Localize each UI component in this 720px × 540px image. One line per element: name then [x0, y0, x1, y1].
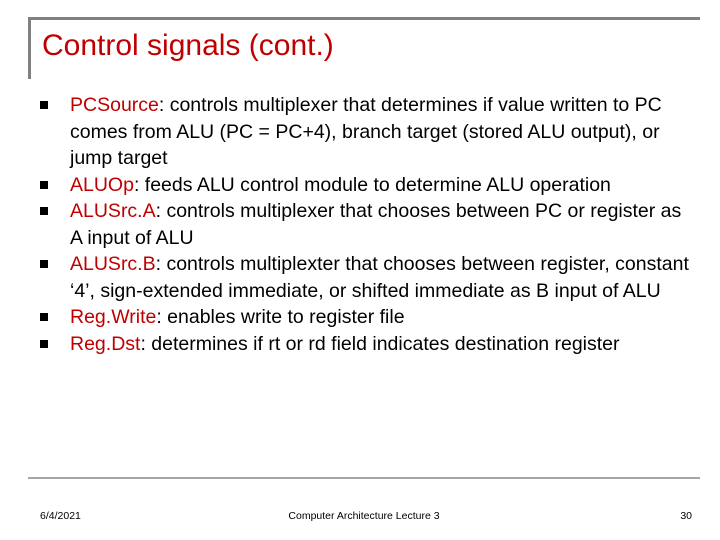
bullet-text: : enables write to register file: [156, 306, 405, 328]
square-bullet-icon: [40, 313, 48, 321]
top-divider: [28, 17, 700, 20]
footer-title: Computer Architecture Lecture 3: [288, 510, 440, 522]
bullet-term: Reg.Dst: [70, 332, 141, 355]
left-accent-bar: [28, 17, 31, 79]
bullet-text: : feeds ALU control module to determine …: [133, 173, 611, 196]
square-bullet-icon: [40, 339, 48, 348]
list-item: PCSource: controls multiplexer that dete…: [32, 92, 692, 172]
square-bullet-icon: [40, 180, 48, 189]
bullet-text: : controls multiplexer that chooses betw…: [70, 200, 682, 249]
bullet-text: : controls multiplexer that determines i…: [70, 94, 662, 169]
bullet-list: PCSource: controls multiplexer that dete…: [32, 92, 692, 357]
list-item: ALUOp: feeds ALU control module to deter…: [32, 172, 692, 199]
page-title: Control signals (cont.): [42, 29, 334, 62]
bullet-text: : determines if rt or rd field indicates…: [140, 332, 620, 355]
list-item: Reg.Write: enables write to register fil…: [32, 304, 692, 331]
footer-date: 6/4/2021: [40, 510, 81, 522]
list-item: Reg.Dst: determines if rt or rd field in…: [32, 331, 692, 358]
footer-divider: [28, 477, 700, 479]
bullet-text: : controls multiplexter that chooses bet…: [70, 253, 689, 302]
bullet-term: PCSource: [70, 94, 159, 116]
slide-footer: 6/4/2021 Computer Architecture Lecture 3…: [28, 484, 700, 524]
list-item: ALUSrc.B: controls multiplexter that cho…: [32, 251, 692, 304]
list-item: ALUSrc.A: controls multiplexer that choo…: [32, 198, 692, 251]
bullet-term: ALUSrc.B: [70, 253, 156, 275]
bullet-term: ALUSrc.A: [70, 200, 156, 222]
square-bullet-icon: [40, 101, 48, 109]
footer-page-number: 30: [680, 510, 692, 522]
bullet-term: ALUOp: [70, 173, 134, 196]
square-bullet-icon: [40, 260, 48, 268]
square-bullet-icon: [40, 207, 48, 215]
bullet-term: Reg.Write: [70, 306, 157, 328]
